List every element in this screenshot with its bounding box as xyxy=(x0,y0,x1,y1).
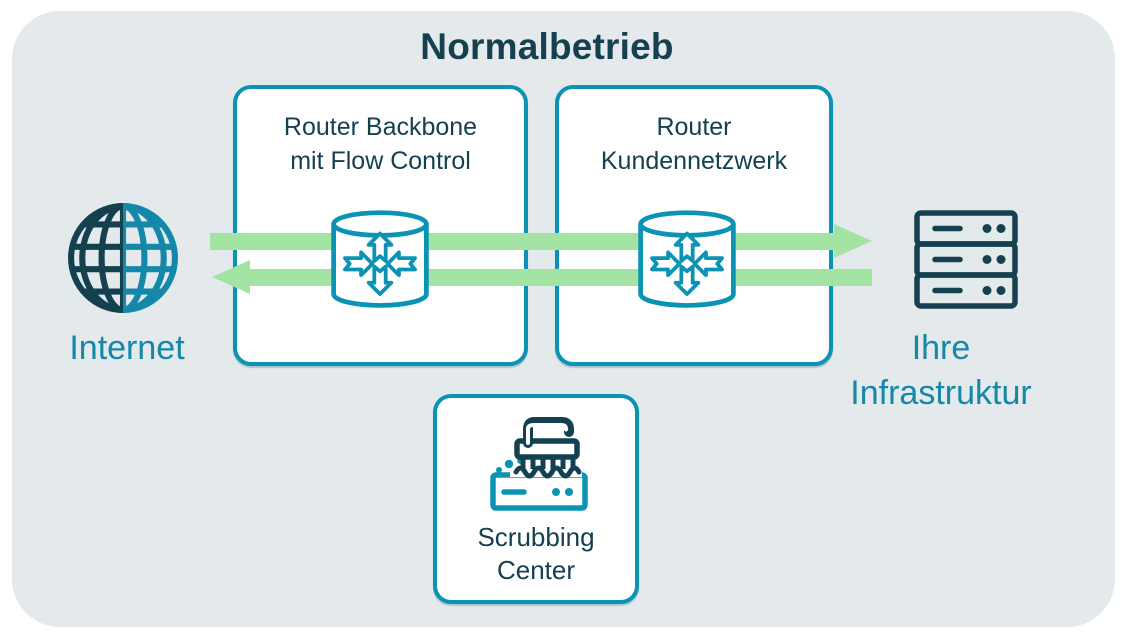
scrubbing-center-label-line1: Scrubbing xyxy=(477,522,595,552)
server-rack-icon xyxy=(914,210,1018,309)
scrubbing-center-label-line2: Center xyxy=(496,555,576,585)
router-icon xyxy=(638,210,736,308)
scrubbing-center-label: Scrubbing Center xyxy=(433,521,639,587)
scrubbing-brush-icon xyxy=(490,417,588,511)
internet-label: Internet xyxy=(69,329,185,367)
arrowhead-left-icon xyxy=(212,260,250,294)
router-customer-label: Router Kundennetzwerk xyxy=(559,110,829,178)
globe-icon xyxy=(67,202,179,314)
router-backbone-label-line2: mit Flow Control xyxy=(290,147,471,175)
arrowhead-right-icon xyxy=(834,224,872,258)
ingress-traffic-band xyxy=(210,233,834,250)
router-customer-label-line1: Router xyxy=(656,113,732,141)
router-customer-label-line2: Kundennetzwerk xyxy=(600,147,788,175)
router-icon xyxy=(331,210,429,308)
infrastructure-label-line2: Infrastruktur xyxy=(850,374,1032,412)
infrastructure-label-line1: Ihre xyxy=(911,329,971,367)
diagram-title: Normalbetrieb xyxy=(420,26,674,67)
router-backbone-label: Router Backbone mit Flow Control xyxy=(237,110,524,178)
infrastructure-label: Ihre Infrastruktur xyxy=(810,326,1072,416)
router-backbone-label-line1: Router Backbone xyxy=(283,113,478,141)
